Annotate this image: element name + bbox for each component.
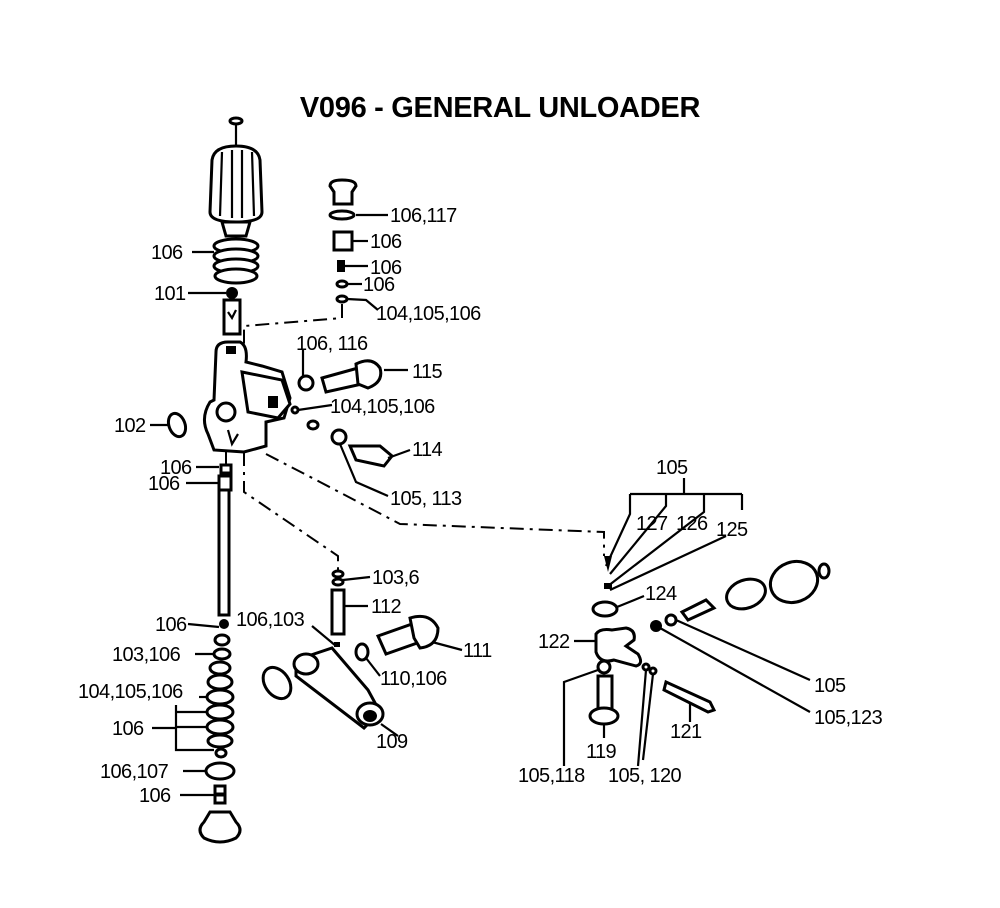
label-112: 112: [371, 596, 402, 618]
label-122: 122: [538, 631, 570, 653]
label-104-105-106-low: 104,105,106: [78, 681, 183, 703]
label-101: 101: [154, 283, 186, 305]
label-105-group: 105: [656, 457, 688, 479]
label-106-bracket: 106: [112, 718, 144, 740]
centerline-right: [265, 453, 605, 556]
label-106-e: 106: [148, 473, 180, 495]
label-111: 111: [463, 640, 492, 662]
label-106-107: 106,107: [100, 761, 169, 783]
diagram-title: V096 - GENERAL UNLOADER: [299, 92, 701, 124]
label-106-d: 106: [160, 457, 192, 479]
label-114: 114: [412, 439, 443, 461]
label-105-123: 105,123: [814, 707, 883, 729]
label-106-116: 106, 116: [296, 333, 368, 355]
centerline-top: [243, 304, 343, 346]
adjusting-knob: [208, 116, 264, 238]
label-105-right: 105: [814, 675, 846, 697]
label-103-106: 103,106: [112, 644, 181, 666]
label-104-105-106-top: 104,105,106: [376, 303, 481, 325]
label-106-103: 106,103: [236, 609, 305, 631]
label-104-105-106-mid: 104,105,106: [330, 396, 435, 418]
label-106-c: 106: [363, 274, 395, 296]
label-105-118: 105,118: [518, 765, 585, 787]
label-115: 115: [412, 361, 443, 383]
fitting-111: [375, 614, 440, 656]
stem-121: [662, 679, 717, 714]
label-106-a: 106: [370, 231, 402, 253]
label-124: 124: [645, 583, 677, 605]
label-106-117: 106,117: [390, 205, 457, 227]
label-121: 121: [670, 721, 702, 743]
label-105-120: 105, 120: [608, 765, 682, 787]
label-127: 127: [636, 513, 668, 535]
label-106-b: 106: [370, 257, 402, 279]
top-cap-stack: [328, 178, 358, 304]
fitting-114: [290, 405, 395, 468]
label-106-f: 106: [155, 614, 187, 636]
washer-124: [591, 600, 619, 618]
label-126: 126: [676, 513, 708, 535]
o-ring-102: [166, 411, 188, 439]
spring-seat-and-piston: [222, 287, 242, 336]
valve-body: [203, 340, 292, 454]
label-125: 125: [716, 519, 748, 541]
tube-112: [330, 569, 346, 636]
spring: [212, 237, 260, 285]
label-119: 119: [586, 741, 617, 763]
fitting-115: [297, 359, 383, 394]
label-109: 109: [376, 731, 408, 753]
label-103-6: 103,6: [372, 567, 420, 589]
label-102: 102: [114, 415, 146, 437]
leader-lines: [150, 213, 811, 797]
centerline-tube: [243, 452, 339, 572]
label-106-g: 106: [139, 785, 171, 807]
label-105-113: 105, 113: [390, 488, 462, 510]
label-110-106: 110,106: [380, 668, 447, 690]
housing-109: [261, 642, 385, 730]
right-fittings: [650, 559, 831, 632]
label-106-spring: 106: [151, 242, 183, 264]
